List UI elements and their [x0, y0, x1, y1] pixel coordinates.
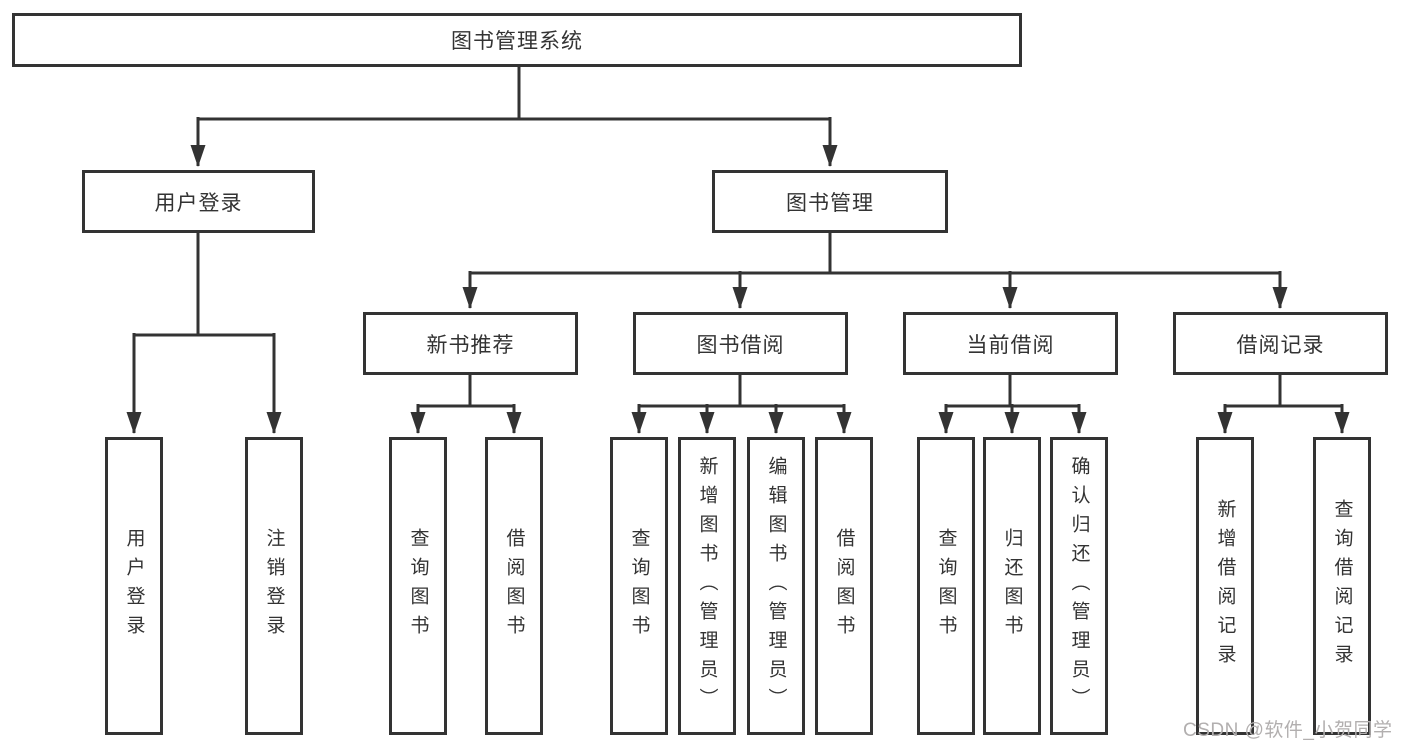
watermark: CSDN @软件_小贺同学 — [1183, 720, 1393, 741]
leaf-records-query-record: 查询借阅记录 — [1313, 437, 1371, 735]
leaf-records-add-record: 新增借阅记录 — [1196, 437, 1254, 735]
leaf-borrowing-query-books: 查询图书 — [610, 437, 668, 735]
leaf-recommend-query-books: 查询图书 — [389, 437, 447, 735]
leaf-recommend-borrow-books: 借阅图书 — [485, 437, 543, 735]
leaf-current-return-books: 归还图书 — [983, 437, 1041, 735]
leaf-user-login: 用户登录 — [105, 437, 163, 735]
leaf-borrowing-edit-books: 编辑图书（管理员） — [747, 437, 805, 735]
node-book-borrowing: 图书借阅 — [633, 312, 848, 375]
node-user-login: 用户登录 — [82, 170, 315, 233]
node-current-borrowing: 当前借阅 — [903, 312, 1118, 375]
leaf-logout: 注销登录 — [245, 437, 303, 735]
node-root: 图书管理系统 — [12, 13, 1022, 67]
leaf-borrowing-borrow-books: 借阅图书 — [815, 437, 873, 735]
leaf-borrowing-add-books: 新增图书（管理员） — [678, 437, 736, 735]
leaf-current-confirm-return: 确认归还（管理员） — [1050, 437, 1108, 735]
leaf-current-query-books: 查询图书 — [917, 437, 975, 735]
node-book-management: 图书管理 — [712, 170, 948, 233]
node-new-book-recommend: 新书推荐 — [363, 312, 578, 375]
node-borrowing-records: 借阅记录 — [1173, 312, 1388, 375]
